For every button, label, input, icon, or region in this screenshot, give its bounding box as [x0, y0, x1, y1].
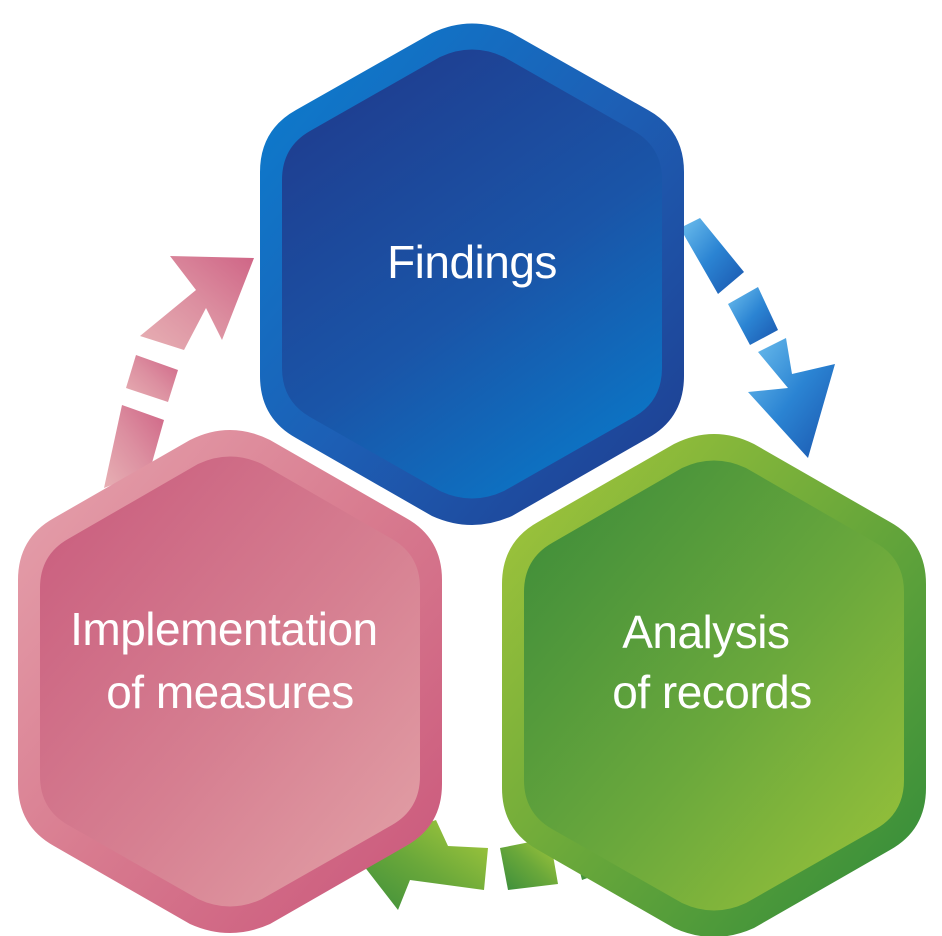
node-label-line: Analysis [622, 606, 789, 658]
arrow-head [140, 256, 254, 350]
node-label-line: of records [612, 666, 812, 718]
hexagon-face [40, 456, 420, 907]
node-label-line: of measures [106, 666, 354, 718]
node-label: Findings [387, 236, 557, 288]
arrow-dash-2 [728, 287, 778, 345]
node-label: Implementation of measures [70, 603, 390, 718]
hexagon-face [524, 460, 904, 911]
arrow-dash-2 [126, 355, 178, 402]
node-label: Analysis of records [612, 606, 812, 718]
node-label-line: Implementation [70, 603, 378, 655]
node-analysis-of-records: Analysis of records [502, 434, 926, 936]
arrow-head [748, 338, 835, 458]
node-implementation-of-measures: Implementation of measures [18, 430, 442, 933]
arrow-findings-to-analysis [680, 218, 835, 458]
arrow-dash-1 [680, 218, 744, 294]
node-findings: Findings [260, 23, 684, 525]
hexagon-face [282, 49, 662, 499]
node-label-line: Findings [387, 236, 557, 288]
